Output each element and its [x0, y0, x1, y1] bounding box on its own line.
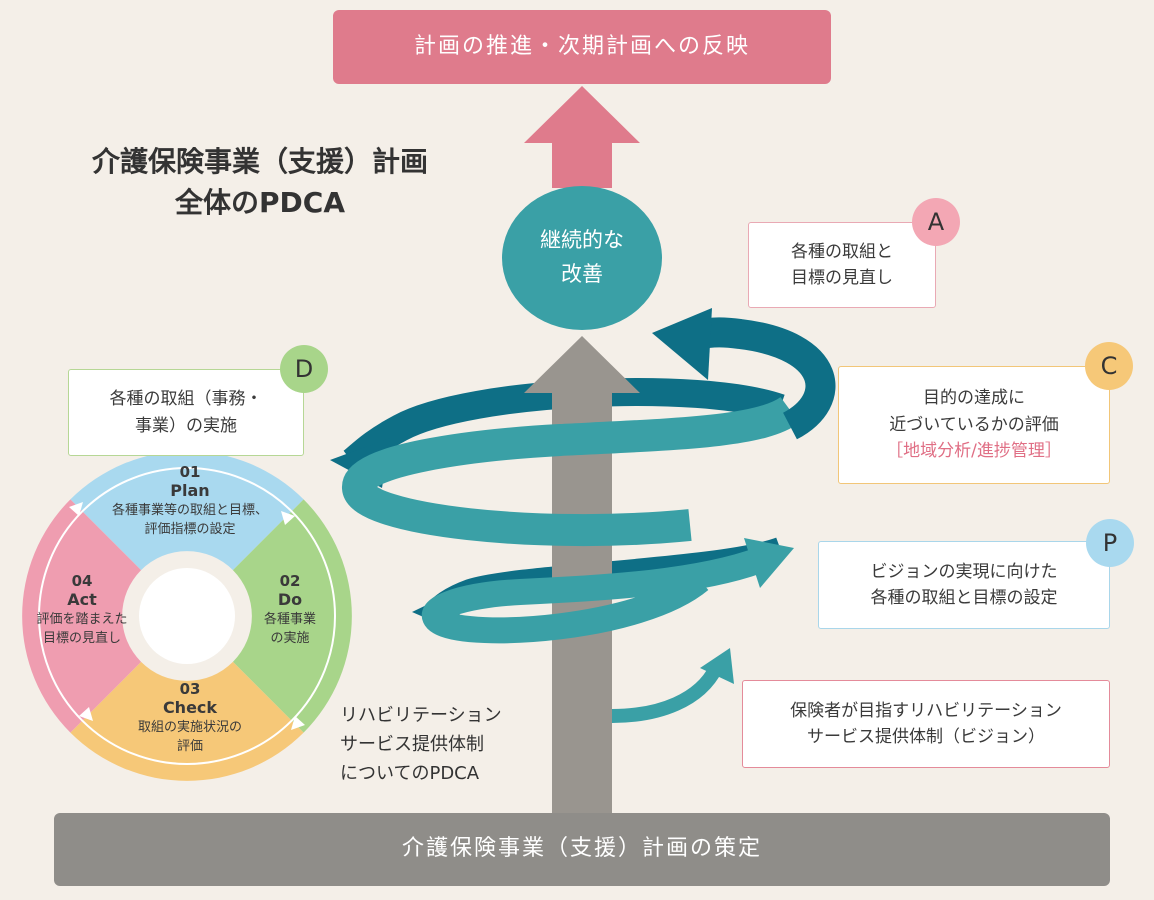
plan-step-line-2: 各種の取組と目標の設定 [870, 588, 1058, 608]
cycle-do-desc-1: 各種事業 [263, 611, 316, 627]
pdca-caption-line-1: リハビリテーション [340, 705, 502, 726]
spiral-tail-head [700, 648, 734, 684]
act-step-line-2: 目標の見直し [791, 268, 893, 288]
plan-promotion-bar: 計画の推進・次期計画への反映 [333, 10, 831, 84]
do-badge: D [280, 345, 328, 393]
do-step-line-1: 各種の取組（事務・ [109, 389, 263, 410]
big-sweep-arrow-head [652, 308, 712, 380]
title-line-1: 介護保険事業（支援）計画 [91, 145, 428, 178]
check-badge: C [1085, 342, 1133, 390]
cycle-do-number: 02 [279, 572, 301, 590]
rehab-pdca-caption: リハビリテーション サービス提供体制 についてのPDCA [340, 702, 502, 788]
cycle-plan-label: 01 Plan 各種事業等の取組と目標、 評価指標の設定 [90, 463, 290, 539]
cycle-check-label: 03 Check 取組の実施状況の 評価 [110, 680, 270, 756]
cycle-check-desc-1: 取組の実施状況の [137, 719, 242, 735]
cycle-check-name: Check [162, 698, 218, 717]
cycle-check-desc-2: 評価 [176, 738, 203, 754]
spiral-front-lower-head [744, 538, 794, 588]
do-step-box: 各種の取組（事務・ 事業）の実施 [68, 369, 304, 456]
cycle-do-name: Do [277, 590, 303, 609]
check-step-box: 目的の達成に 近づいているかの評価 ［地域分析/進捗管理］ [838, 366, 1110, 484]
cycle-plan-number: 01 [179, 463, 201, 481]
plan-badge: P [1086, 519, 1134, 567]
check-step-line-1: 目的の達成に [923, 388, 1025, 409]
cycle-act-label: 04 Act 評価を踏まえた 目標の見直し [22, 572, 142, 648]
cycle-center-hole [139, 568, 235, 664]
cycle-plan-desc-1: 各種事業等の取組と目標、 [111, 502, 268, 518]
spiral-tail-curve [611, 664, 723, 723]
pdca-caption-line-3: についてのPDCA [340, 762, 480, 784]
act-step-box: 各種の取組と 目標の見直し [748, 222, 936, 308]
act-badge: A [912, 198, 960, 246]
cycle-do-desc-2: の実施 [270, 630, 310, 646]
plan-formulation-label: 介護保険事業（支援）計画の策定 [401, 836, 762, 862]
check-step-accent: ［地域分析/進捗管理］ [886, 441, 1062, 462]
diagram-title: 介護保険事業（支援）計画 全体のPDCA [60, 142, 460, 223]
cycle-check-number: 03 [179, 680, 201, 698]
center-circle-line-1: 継続的な [540, 228, 624, 253]
cycle-act-desc-1: 評価を踏まえた [36, 611, 128, 627]
center-circle-line-2: 改善 [561, 262, 603, 286]
plan-promotion-label: 計画の推進・次期計画への反映 [413, 33, 750, 59]
cycle-arrowhead-do [281, 511, 295, 525]
cycle-arrowhead-plan [69, 502, 83, 516]
vision-line-1: 保険者が目指すリハビリテーション [790, 700, 1062, 721]
cycle-ring-line [38, 467, 336, 765]
pdca-cycle-donut [22, 451, 352, 781]
plan-step-line-1: ビジョンの実現に向けた [870, 561, 1058, 582]
spiral-front-lower [421, 547, 765, 644]
title-line-2: 全体のPDCA [175, 185, 345, 219]
cycle-act-desc-2: 目標の見直し [42, 630, 121, 646]
cycle-act-name: Act [67, 590, 97, 609]
check-step-line-2: 近づいているかの評価 [889, 414, 1059, 435]
act-step-line-1: 各種の取組と [791, 241, 893, 262]
cycle-arrowhead-act [79, 707, 93, 721]
plan-formulation-bar: 介護保険事業（支援）計画の策定 [54, 813, 1110, 886]
do-step-line-2: 事業）の実施 [135, 415, 237, 436]
cycle-plan-name: Plan [170, 481, 210, 500]
plan-step-box: ビジョンの実現に向けた 各種の取組と目標の設定 [818, 541, 1110, 629]
cycle-plan-desc-2: 評価指標の設定 [144, 521, 236, 537]
cycle-arrowhead-check [291, 716, 305, 730]
cycle-act-number: 04 [71, 572, 93, 590]
pink-up-arrow [524, 86, 640, 188]
continuous-improvement-circle: 継続的な 改善 [502, 186, 662, 330]
cycle-do-label: 02 Do 各種事業 の実施 [240, 572, 340, 648]
vision-box: 保険者が目指すリハビリテーション サービス提供体制（ビジョン） [742, 680, 1110, 768]
pdca-caption-line-2: サービス提供体制 [340, 733, 484, 755]
spiral-front-upper [342, 396, 800, 547]
vision-line-2: サービス提供体制（ビジョン） [807, 727, 1045, 747]
